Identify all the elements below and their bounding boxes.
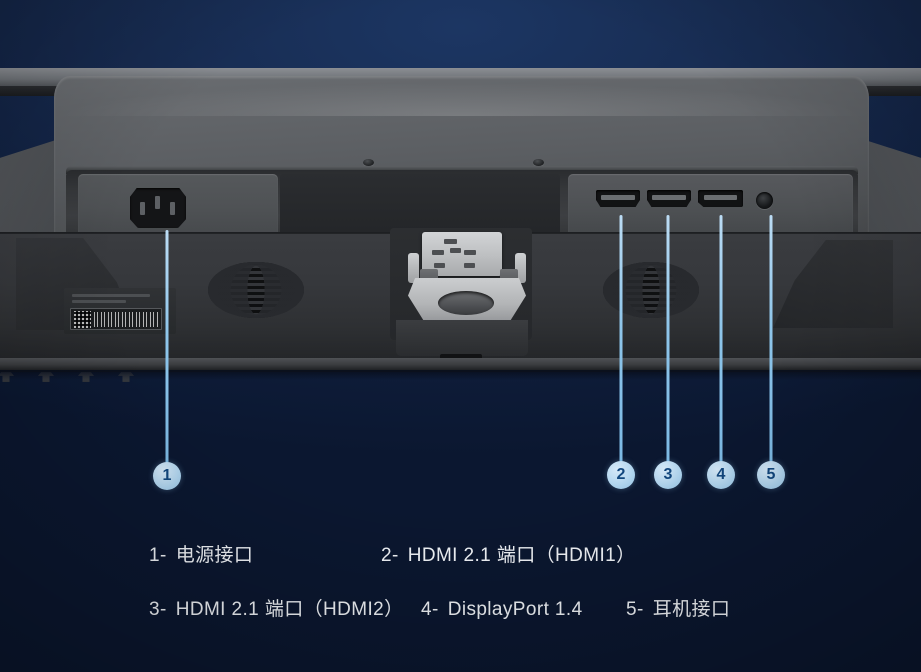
speaker-vent-left [208, 262, 304, 318]
regulatory-label [70, 308, 162, 330]
callout-number-badge[interactable]: 3 [654, 461, 682, 489]
mount-arm-right [515, 253, 526, 283]
legend-item-1: 1- 电源接口 [149, 540, 381, 567]
callout-leader-line [165, 230, 169, 466]
legend-number: 5- [626, 599, 644, 620]
mount-slot [432, 250, 444, 255]
mount-arm-left [408, 253, 419, 283]
hdmi-port-2-icon [647, 190, 691, 207]
legend-number: 4- [421, 599, 439, 620]
rubber-bumper-dot [363, 159, 374, 166]
video-port-plate [568, 174, 853, 240]
legend-number: 3- [149, 599, 167, 620]
regulatory-text-line [72, 294, 150, 297]
power-pin [155, 196, 160, 209]
legend-row-1: 1- 电源接口 2- HDMI 2.1 端口（HDMI1） [0, 540, 921, 567]
rubber-bumper-dot [533, 159, 544, 166]
callout-number-badge[interactable]: 2 [607, 461, 635, 489]
mount-slot [434, 263, 445, 268]
vent-meridians [208, 262, 304, 318]
callout-number-badge[interactable]: 5 [757, 461, 785, 489]
legend-label: DisplayPort 1.4 [447, 599, 583, 620]
chassis-drop-shadow [0, 370, 921, 380]
stand-mount-shelf [396, 320, 528, 356]
regulatory-text-line [72, 300, 126, 303]
legend-item-4: 4- DisplayPort 1.4 [421, 599, 626, 621]
callout-2: 2 [607, 215, 635, 490]
callout-5: 5 [757, 215, 785, 490]
legend-number: 2- [381, 545, 399, 566]
callout-number-badge[interactable]: 4 [707, 461, 735, 489]
callout-leader-line [666, 215, 670, 465]
callout-leader-line [719, 215, 723, 465]
callout-leader-line [769, 215, 773, 465]
mount-slot [450, 248, 461, 253]
legend-row-2: 3- HDMI 2.1 端口（HDMI2） 4- DisplayPort 1.4… [0, 594, 921, 621]
callout-1: 1 [153, 230, 181, 490]
callout-3: 3 [654, 215, 682, 490]
power-pin [140, 202, 145, 215]
stand-mount-hole [438, 291, 494, 315]
legend-item-3: 3- HDMI 2.1 端口（HDMI2） [149, 594, 421, 621]
barcode-icon [94, 311, 158, 327]
speaker-vent-right [603, 262, 699, 318]
callout-4: 4 [707, 215, 735, 490]
callout-leader-line [619, 215, 623, 465]
legend-item-5: 5- 耳机接口 [626, 594, 730, 621]
power-pin [170, 202, 175, 215]
legend-label: 电源接口 [175, 545, 254, 566]
mount-slot [464, 250, 476, 255]
legend-label: 耳机接口 [652, 599, 731, 620]
headphone-jack-icon [756, 192, 773, 209]
legend-item-2: 2- HDMI 2.1 端口（HDMI1） [381, 540, 636, 567]
mount-slot [444, 239, 457, 244]
legend-label: HDMI 2.1 端口（HDMI1） [407, 545, 636, 566]
stand-release-tab [440, 354, 482, 361]
callout-number-badge[interactable]: 1 [153, 462, 181, 490]
legend-label: HDMI 2.1 端口（HDMI2） [175, 599, 404, 620]
vent-meridians [603, 262, 699, 318]
chassis-bottom-edge [0, 358, 921, 372]
legend-number: 1- [149, 545, 167, 566]
hdmi-port-1-icon [596, 190, 640, 207]
displayport-icon [698, 190, 743, 207]
port-legend: 1- 电源接口 2- HDMI 2.1 端口（HDMI1） 3- HDMI 2.… [0, 540, 921, 621]
qr-code-icon [74, 310, 91, 328]
mount-slot [464, 263, 475, 268]
